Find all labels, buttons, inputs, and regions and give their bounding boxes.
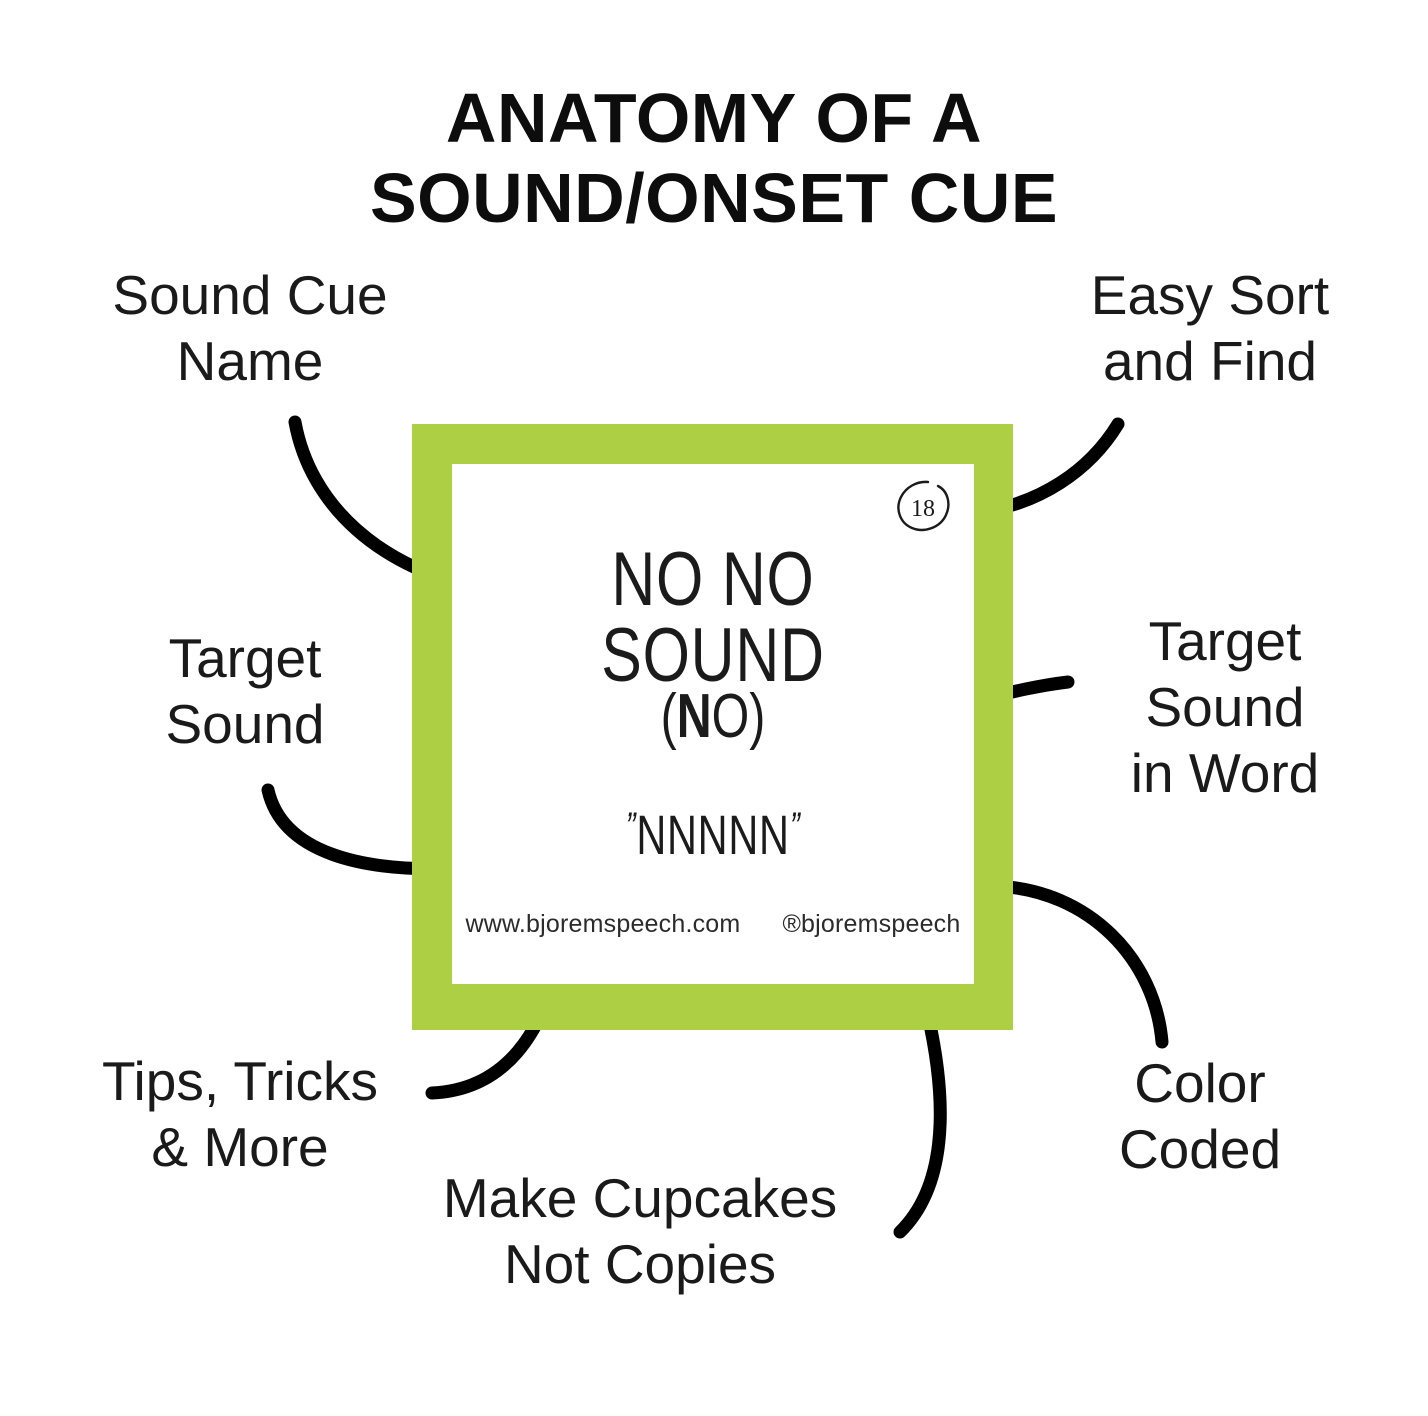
- callout-make-cupcakes-not-copies: Make Cupcakes Not Copies: [442, 1167, 838, 1295]
- phoneme-text: NNNNN: [636, 803, 790, 866]
- title-line-1: ANATOMY OF A: [445, 79, 983, 157]
- card-footer: www.bjoremspeech.com ®bjoremspeech: [452, 910, 974, 939]
- website-url: www.bjoremspeech.com: [465, 910, 741, 938]
- social-handle: ®bjoremspeech: [782, 910, 961, 938]
- callout-color-coded: Color Coded: [1118, 1052, 1282, 1180]
- callout-easy-sort: Easy Sort and Find: [1090, 264, 1330, 392]
- word-open-paren: (: [660, 682, 677, 751]
- cue-phoneme-line: ”NNNNN”: [520, 799, 906, 863]
- callout-target-sound-in-word: Target Sound in Word: [1130, 610, 1320, 804]
- callout-tips-tricks-more: Tips, Tricks & More: [101, 1050, 379, 1178]
- callout-sound-cue-name: Sound Cue Name: [112, 264, 388, 392]
- sound-cue-card: 18 NO NO SOUND (NO) ”NNNNN” www.bjoremsp…: [412, 424, 1013, 1030]
- word-close-paren: ): [749, 682, 766, 751]
- number-badge-circle-icon: 18: [894, 478, 952, 536]
- connector-color-coded: [989, 879, 1169, 1049]
- callout-target-sound: Target Sound: [165, 627, 325, 755]
- cue-name-heading: NO NO SOUND: [601, 537, 825, 698]
- page-title: ANATOMY OF A SOUND/ONSET CUE: [0, 78, 1428, 238]
- word-rest: O: [711, 682, 750, 751]
- word-target-letter: N: [676, 682, 712, 751]
- cue-target-word: (NO): [509, 686, 916, 748]
- title-line-2: SOUND/ONSET CUE: [369, 159, 1059, 237]
- badge-number: 18: [911, 496, 935, 522]
- sound-cue-card-inner: 18 NO NO SOUND (NO) ”NNNNN” www.bjoremsp…: [452, 464, 974, 984]
